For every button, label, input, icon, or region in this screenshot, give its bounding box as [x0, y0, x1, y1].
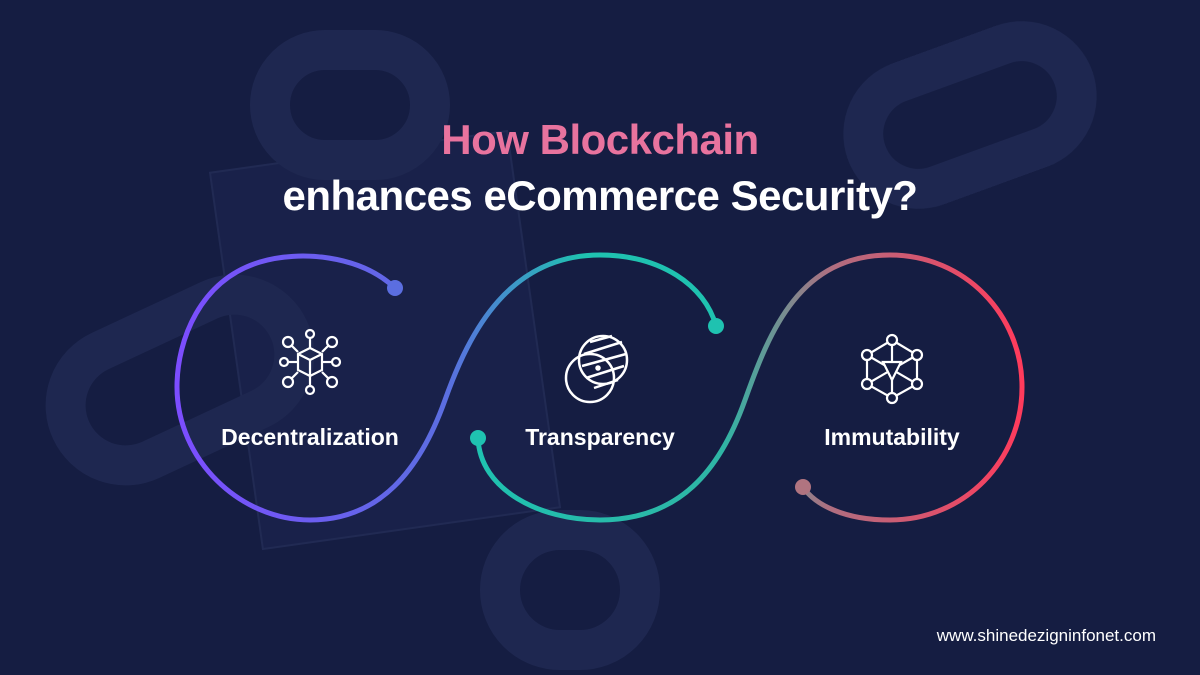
- website-url: www.shinedezigninfonet.com: [936, 626, 1156, 645]
- node-dot: [470, 430, 486, 446]
- node-dot: [708, 318, 724, 334]
- node-dot: [795, 479, 811, 495]
- label-immutability: Immutability: [824, 424, 960, 450]
- loop-path-2: [475, 252, 1025, 523]
- page-title: How Blockchain enhances eCommerce Securi…: [0, 112, 1200, 224]
- network-cube-icon: [278, 328, 342, 396]
- node-dot: [387, 280, 403, 296]
- title-line-2: enhances eCommerce Security?: [282, 172, 918, 219]
- title-line-1: How Blockchain: [441, 116, 759, 163]
- hexagon-network-icon: [860, 333, 924, 405]
- loop-path-1: [174, 252, 719, 523]
- transparent-circles-icon: [564, 334, 629, 404]
- label-transparency: Transparency: [525, 424, 675, 450]
- label-decentralization: Decentralization: [221, 424, 399, 450]
